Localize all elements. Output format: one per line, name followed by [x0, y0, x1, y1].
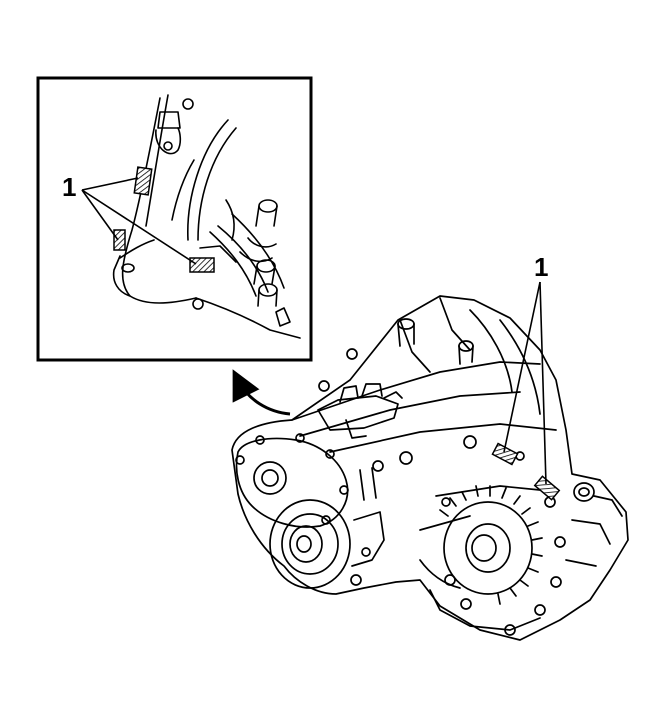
ring-gear-teeth	[439, 485, 543, 605]
inset-seal-center	[189, 257, 215, 273]
inset-seal-left	[113, 229, 126, 251]
left-output-flange	[269, 499, 351, 589]
inset-callout-label: 1	[62, 172, 76, 202]
left-cover-hub	[253, 461, 287, 495]
right-output-flange	[443, 501, 533, 595]
inset-seal-upper	[133, 166, 153, 196]
main-seal-upper	[491, 442, 519, 466]
inset-detail: 1	[36, 76, 313, 362]
main-seal-lower	[533, 475, 561, 501]
main-callout-label: 1	[534, 252, 548, 282]
transaxle-assembly	[231, 295, 629, 641]
inset-frame	[36, 76, 313, 362]
detail-pointer-arrow	[232, 369, 291, 416]
